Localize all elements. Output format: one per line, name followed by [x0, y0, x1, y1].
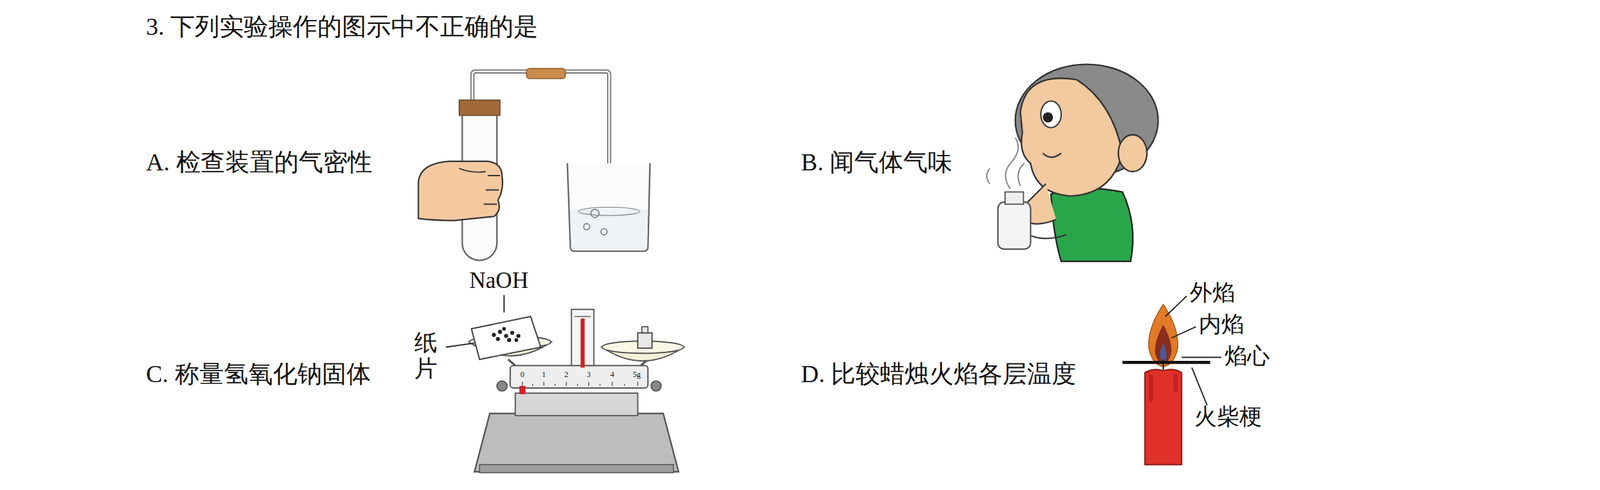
balance-part	[479, 464, 674, 473]
balance-part-part	[491, 332, 496, 337]
balance-part-part	[507, 338, 511, 342]
question-title: 3. 下列实验操作的图示中不正确的是	[145, 12, 539, 42]
illustrations-part	[418, 64, 1222, 473]
balance-part-part	[514, 338, 519, 342]
balance	[445, 294, 684, 473]
scale-number: 3	[587, 369, 591, 379]
boy-smelling-part	[986, 168, 990, 184]
option-label: A. 检查装置的气密性	[145, 147, 372, 178]
airtightness-apparatus-part	[526, 68, 566, 79]
candle-part	[1145, 369, 1182, 464]
balance-part	[515, 392, 639, 416]
scale-number: 1	[541, 369, 546, 379]
boy-smelling-part	[1050, 188, 1133, 262]
balance-part	[650, 380, 662, 391]
boy-smelling-part	[1020, 78, 1123, 196]
balance-part	[474, 413, 679, 472]
airtightness-apparatus-part	[590, 209, 600, 218]
candle-part	[1191, 367, 1208, 406]
balance-part-part	[498, 329, 502, 334]
balance-part	[491, 326, 520, 342]
balance-part	[496, 380, 508, 391]
airtightness-apparatus-part	[578, 207, 640, 216]
boy-smelling-part	[1042, 112, 1053, 123]
balance-part	[445, 342, 475, 347]
airtightness-apparatus-part	[459, 168, 486, 173]
flame-part-label: 焰心	[1224, 342, 1270, 370]
chemical-label: NaOH	[469, 267, 529, 295]
boy-smelling-part	[1040, 101, 1062, 128]
candle-part	[1122, 360, 1211, 364]
airtightness-apparatus	[418, 68, 650, 260]
balance-part	[519, 385, 526, 395]
airtightness-apparatus-part	[567, 163, 650, 251]
flame-part-label: 外焰	[1189, 279, 1235, 307]
boy-smelling-part	[1042, 152, 1061, 157]
candle-part	[1181, 356, 1222, 359]
airtightness-apparatus-part	[483, 175, 500, 204]
balance-part	[574, 316, 591, 317]
balance-part	[510, 365, 649, 388]
candle-part	[1165, 296, 1187, 317]
balance-part	[508, 359, 649, 366]
scale-number: 2	[564, 369, 569, 379]
boy-smelling-part	[1118, 134, 1147, 172]
balance-part-part	[510, 330, 515, 335]
scale-number: 5g	[632, 369, 641, 379]
balance-part	[637, 332, 652, 349]
airtightness-apparatus-part	[583, 223, 590, 230]
candle-part	[1173, 373, 1178, 392]
airtightness-apparatus-part	[459, 100, 500, 116]
balance-part	[471, 316, 542, 359]
boy-smelling-part	[998, 201, 1031, 250]
boy-smelling-part	[1005, 138, 1025, 190]
balance-part	[580, 318, 585, 368]
airtightness-apparatus-part	[601, 228, 608, 235]
option-label: C. 称量氢氧化钠固体	[145, 359, 371, 390]
balance-part	[641, 326, 648, 333]
candle-part	[1154, 324, 1172, 364]
boy-smelling-part	[1025, 232, 1067, 239]
option-label: B. 闻气体气味	[801, 147, 953, 178]
balance-part	[522, 381, 639, 386]
boy-smelling	[986, 64, 1159, 262]
balance-part-part	[503, 333, 508, 338]
candle-part	[1149, 373, 1153, 402]
scale-number: 0	[520, 369, 525, 379]
candle-part	[1149, 303, 1179, 366]
option-label: D. 比较蜡烛火焰各层温度	[801, 359, 1077, 390]
boy-smelling-part	[1005, 191, 1024, 204]
paper-label: 纸片	[414, 330, 438, 382]
balance-part-part	[496, 336, 500, 341]
balance-part-part	[516, 333, 520, 338]
matchstick-label: 火柴梗	[1194, 403, 1262, 431]
balance-part-part	[501, 326, 506, 331]
flame-part-label: 内焰	[1198, 310, 1244, 339]
airtightness-apparatus-part	[418, 161, 502, 221]
candle-part	[1171, 326, 1197, 338]
balance-part	[503, 294, 505, 313]
scale-number: 4	[610, 369, 615, 379]
